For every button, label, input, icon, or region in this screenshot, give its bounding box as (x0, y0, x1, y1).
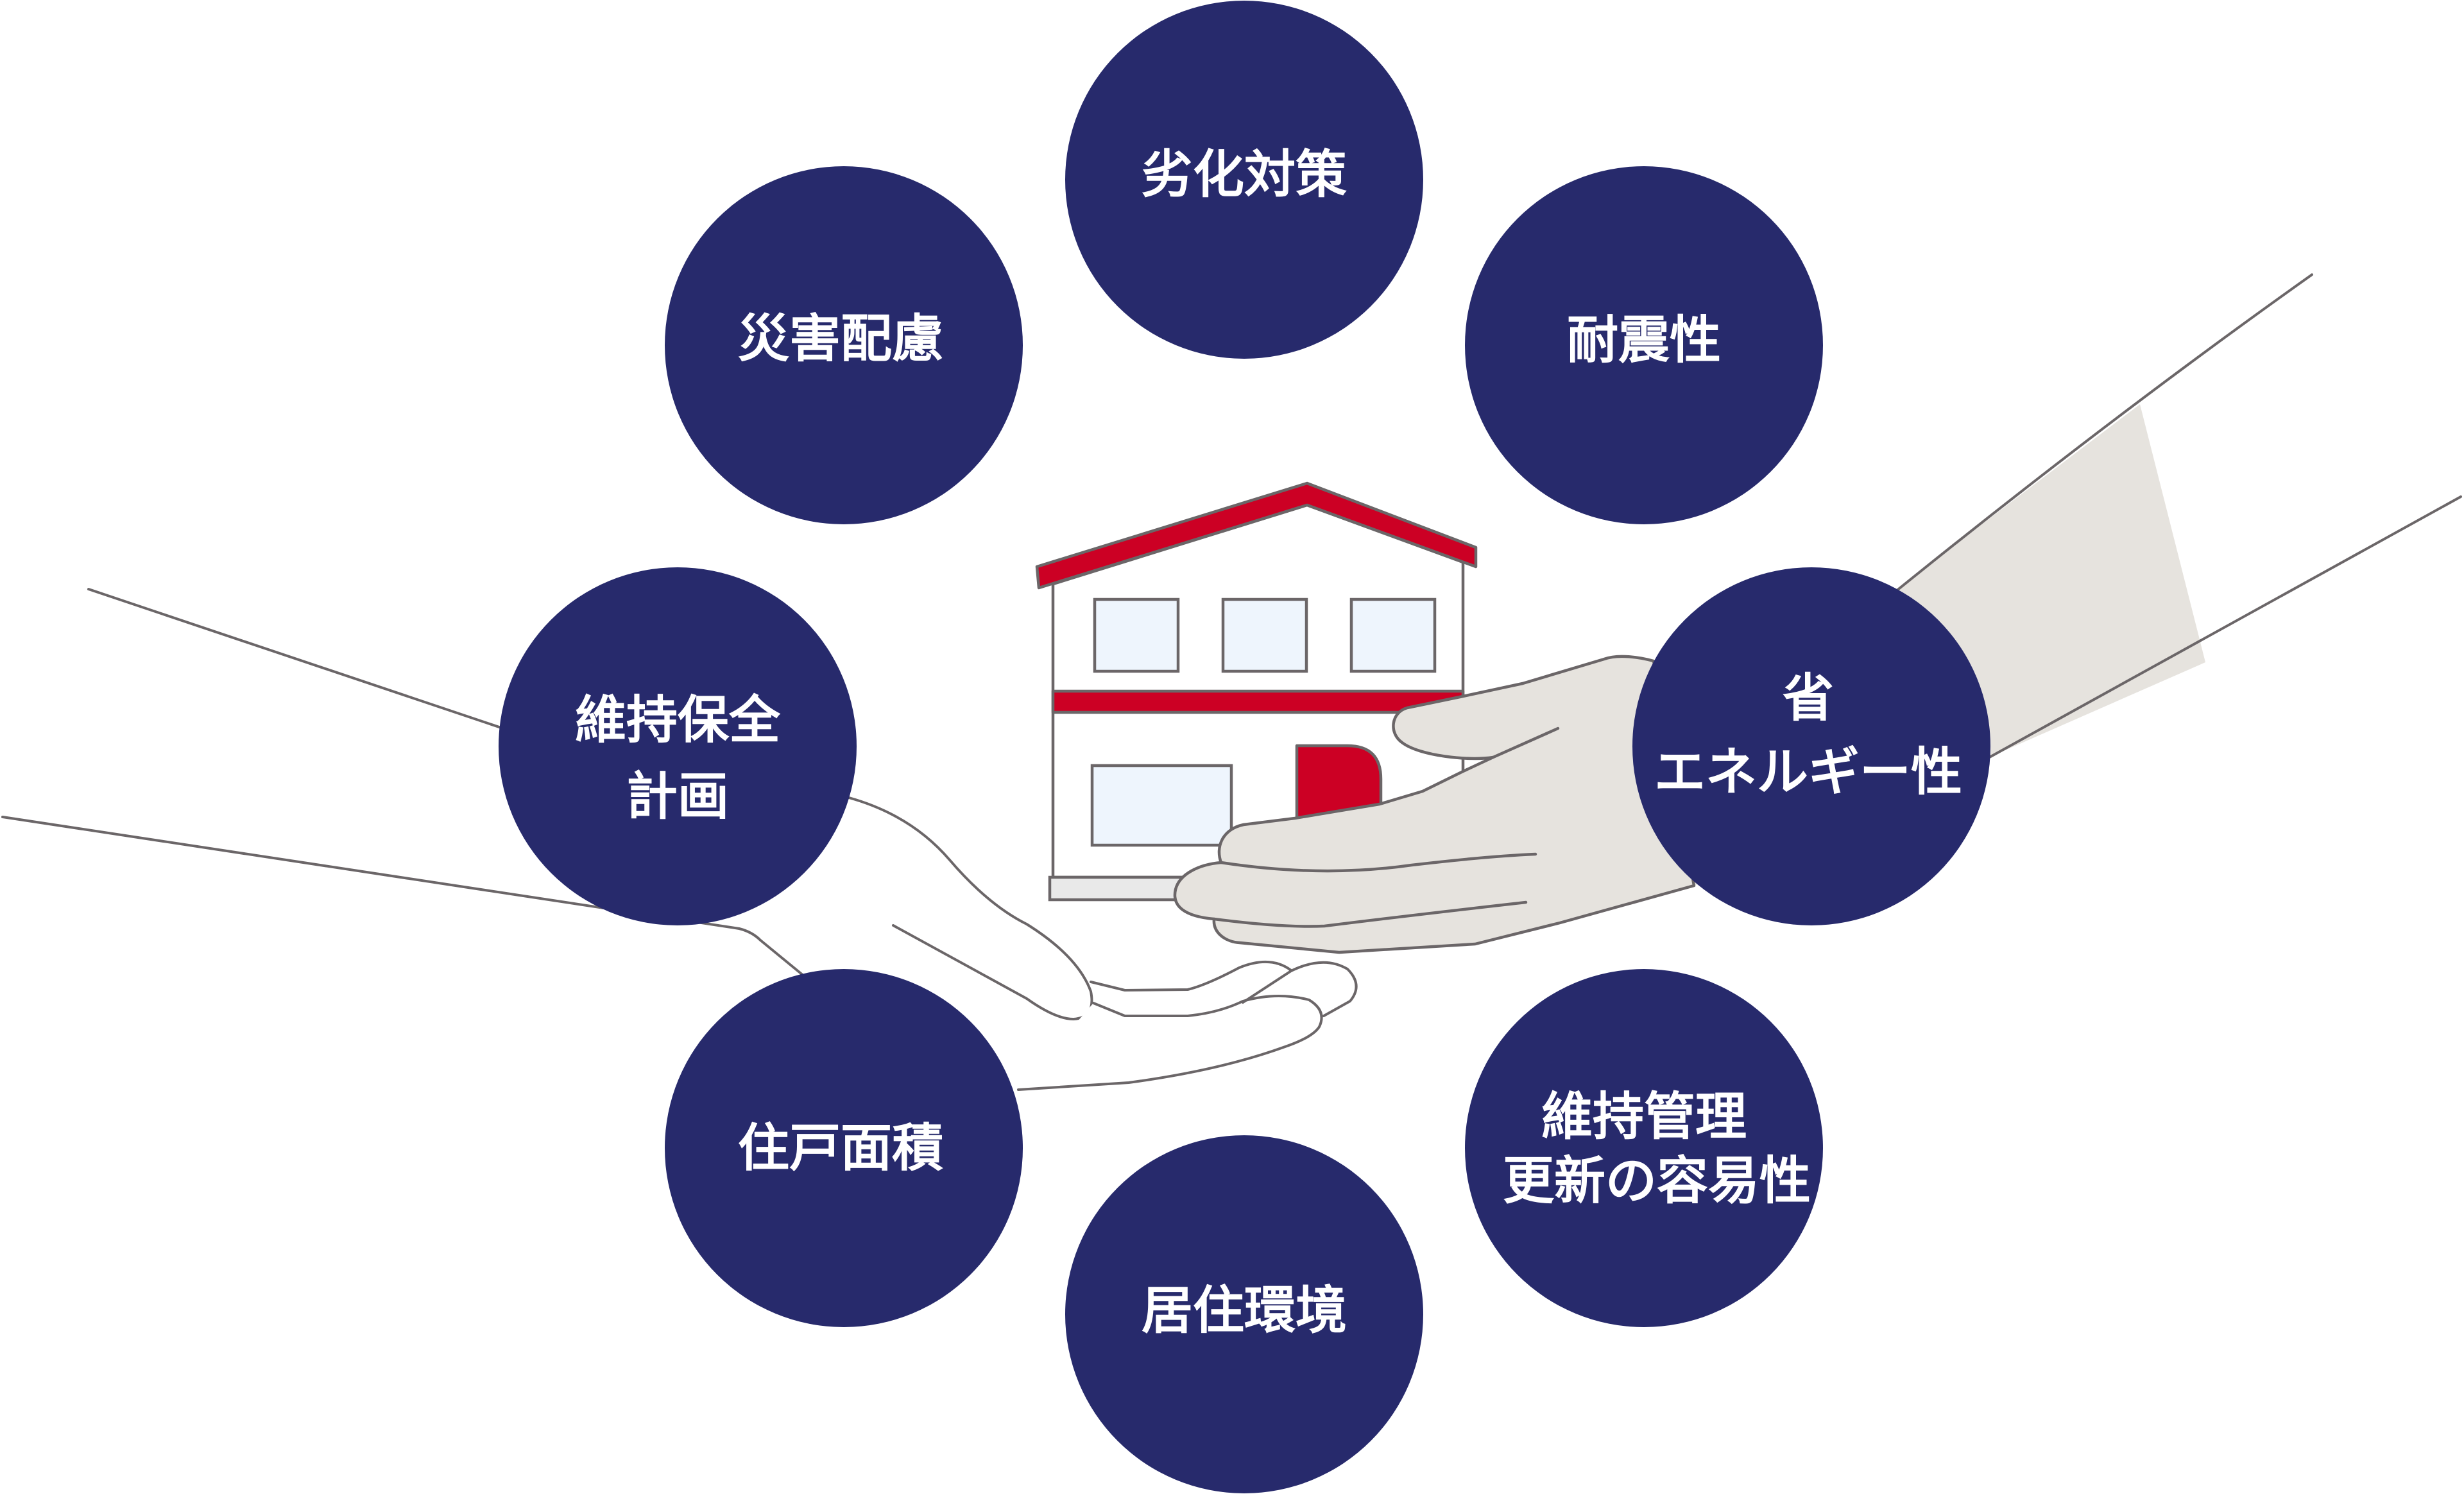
factor-label-line-1: 省 (1783, 669, 1834, 728)
left-arm-bottom-line (1, 816, 805, 977)
factor-label-line-2: エネルギー性 (1654, 743, 1962, 802)
left-thumb (848, 796, 1093, 1020)
factor-circle (1065, 1135, 1423, 1493)
right-hand (1173, 655, 1696, 954)
factor-environment: 居住環境 (1065, 1135, 1423, 1493)
factor-disaster: 災害配慮 (665, 166, 1023, 524)
factor-label-line-1: 維持保全 (575, 691, 781, 750)
left-arm (1, 588, 805, 977)
right-arm-top-line (1892, 273, 2313, 595)
right-finger-line-2 (1212, 900, 1528, 928)
factor-circle (1465, 969, 1823, 1327)
factor-maintenance-ease: 維持管理 更新の容易性 (1465, 969, 1823, 1327)
factor-maintenance-plan: 維持保全 計画 (499, 567, 857, 925)
lower-window (1090, 764, 1233, 847)
left-finger-divider (1242, 970, 1292, 1004)
house-illustration (1035, 481, 1478, 902)
factor-floor-area: 住戸面積 (665, 969, 1023, 1327)
factor-label: 耐震性 (1567, 311, 1721, 370)
factor-label: 劣化対策 (1142, 145, 1347, 205)
right-thumb-crease (1491, 726, 1560, 759)
upper-window-middle (1221, 597, 1308, 673)
factor-circle (499, 567, 857, 925)
floor-band (1051, 689, 1465, 714)
upper-window-right (1349, 597, 1437, 673)
factor-circle (665, 166, 1023, 524)
factor-label-line-2: 計画 (626, 767, 729, 827)
factor-deterioration: 劣化対策 (1065, 1, 1423, 359)
factor-circle (1465, 166, 1823, 524)
factor-label: 居住環境 (1142, 1281, 1347, 1341)
factor-circle (1065, 1, 1423, 359)
factor-label: 住戸面積 (738, 1119, 943, 1178)
left-finger-2 (1290, 961, 1358, 1017)
left-finger-1 (1090, 961, 1292, 992)
house-roof (1035, 481, 1478, 590)
factor-label-line-1: 維持管理 (1541, 1087, 1747, 1147)
factor-earthquake: 耐震性 (1465, 166, 1823, 524)
factor-label: 災害配慮 (738, 309, 943, 369)
left-arm-top-line (87, 588, 508, 731)
factor-circle (665, 969, 1023, 1327)
factor-label-line-2: 更新の容易性 (1503, 1151, 1811, 1211)
right-arm-bottom-line (1985, 495, 2462, 760)
left-finger-3-and-palm (1017, 994, 1323, 1091)
left-hand (848, 796, 1358, 1091)
factor-energy: 省 エネルギー性 (1632, 567, 1990, 925)
right-finger-line-1 (1219, 852, 1537, 873)
upper-window-left (1093, 597, 1180, 673)
factor-circle (1632, 567, 1990, 925)
